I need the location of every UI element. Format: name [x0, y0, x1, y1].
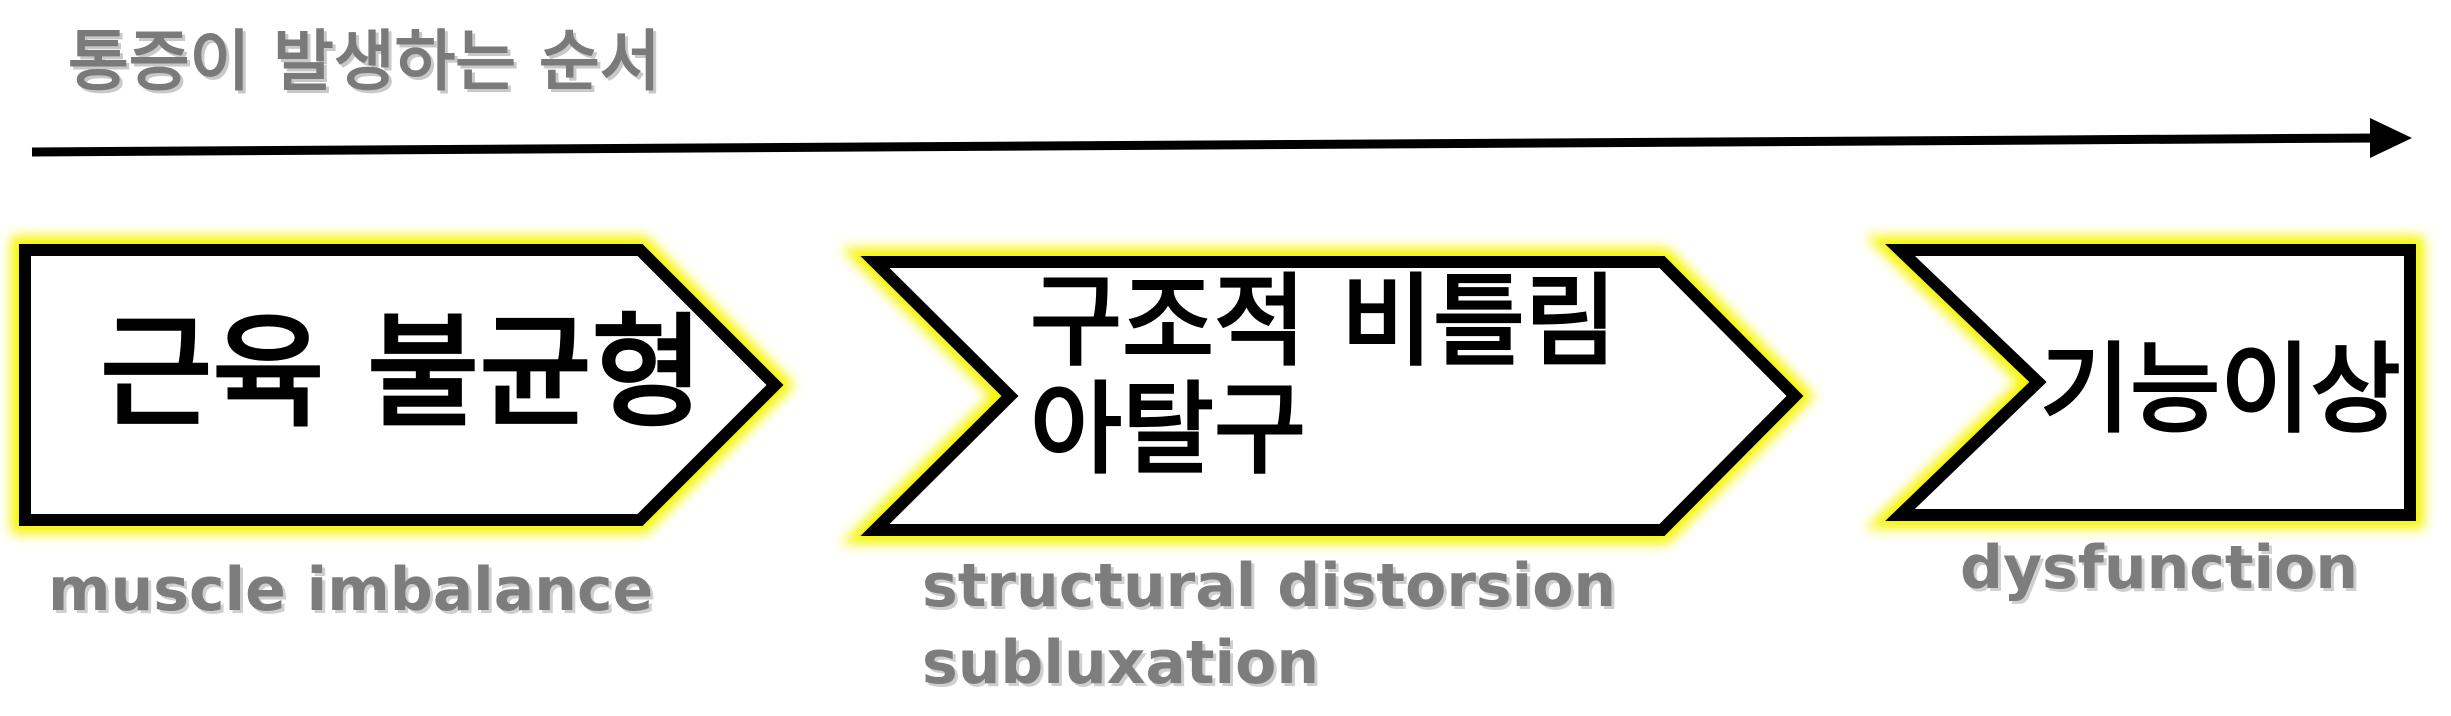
step-label-2-line-1: 구조적 비틀림 [1030, 263, 1617, 380]
step-english-1: muscle imbalance [48, 552, 653, 629]
step-shape-3 [1865, 236, 2424, 529]
timeline-arrowhead [2370, 118, 2412, 158]
step-label-3: 기능이상 [2040, 333, 2401, 447]
step-english-3: dysfunction [1960, 530, 2358, 607]
step-english-3-line-1: dysfunction [1960, 533, 2359, 603]
step-label-2: 구조적 비틀림 아탈구 [1030, 268, 1617, 484]
step-english-1-line-1: muscle imbalance [48, 555, 654, 625]
step-label-1-line-1: 근육 불균형 [100, 302, 704, 444]
step-label-2-line-2: 아탈구 [1030, 371, 1306, 488]
step-shape-1 [11, 236, 795, 534]
step-shape-2 [841, 248, 1815, 544]
step-english-2-line-1: structural distorsion [922, 551, 1617, 621]
diagram-title: 통증이 발생하는 순서 [68, 23, 661, 100]
step-english-2-line-2: subluxation [922, 627, 1320, 698]
step-label-1: 근육 불균형 [100, 302, 704, 444]
step-english-2: structural distorsion subluxation [922, 548, 1616, 702]
timeline-arrow-line [31, 133, 2381, 157]
step-label-3-line-1: 기능이상 [2040, 333, 2401, 447]
